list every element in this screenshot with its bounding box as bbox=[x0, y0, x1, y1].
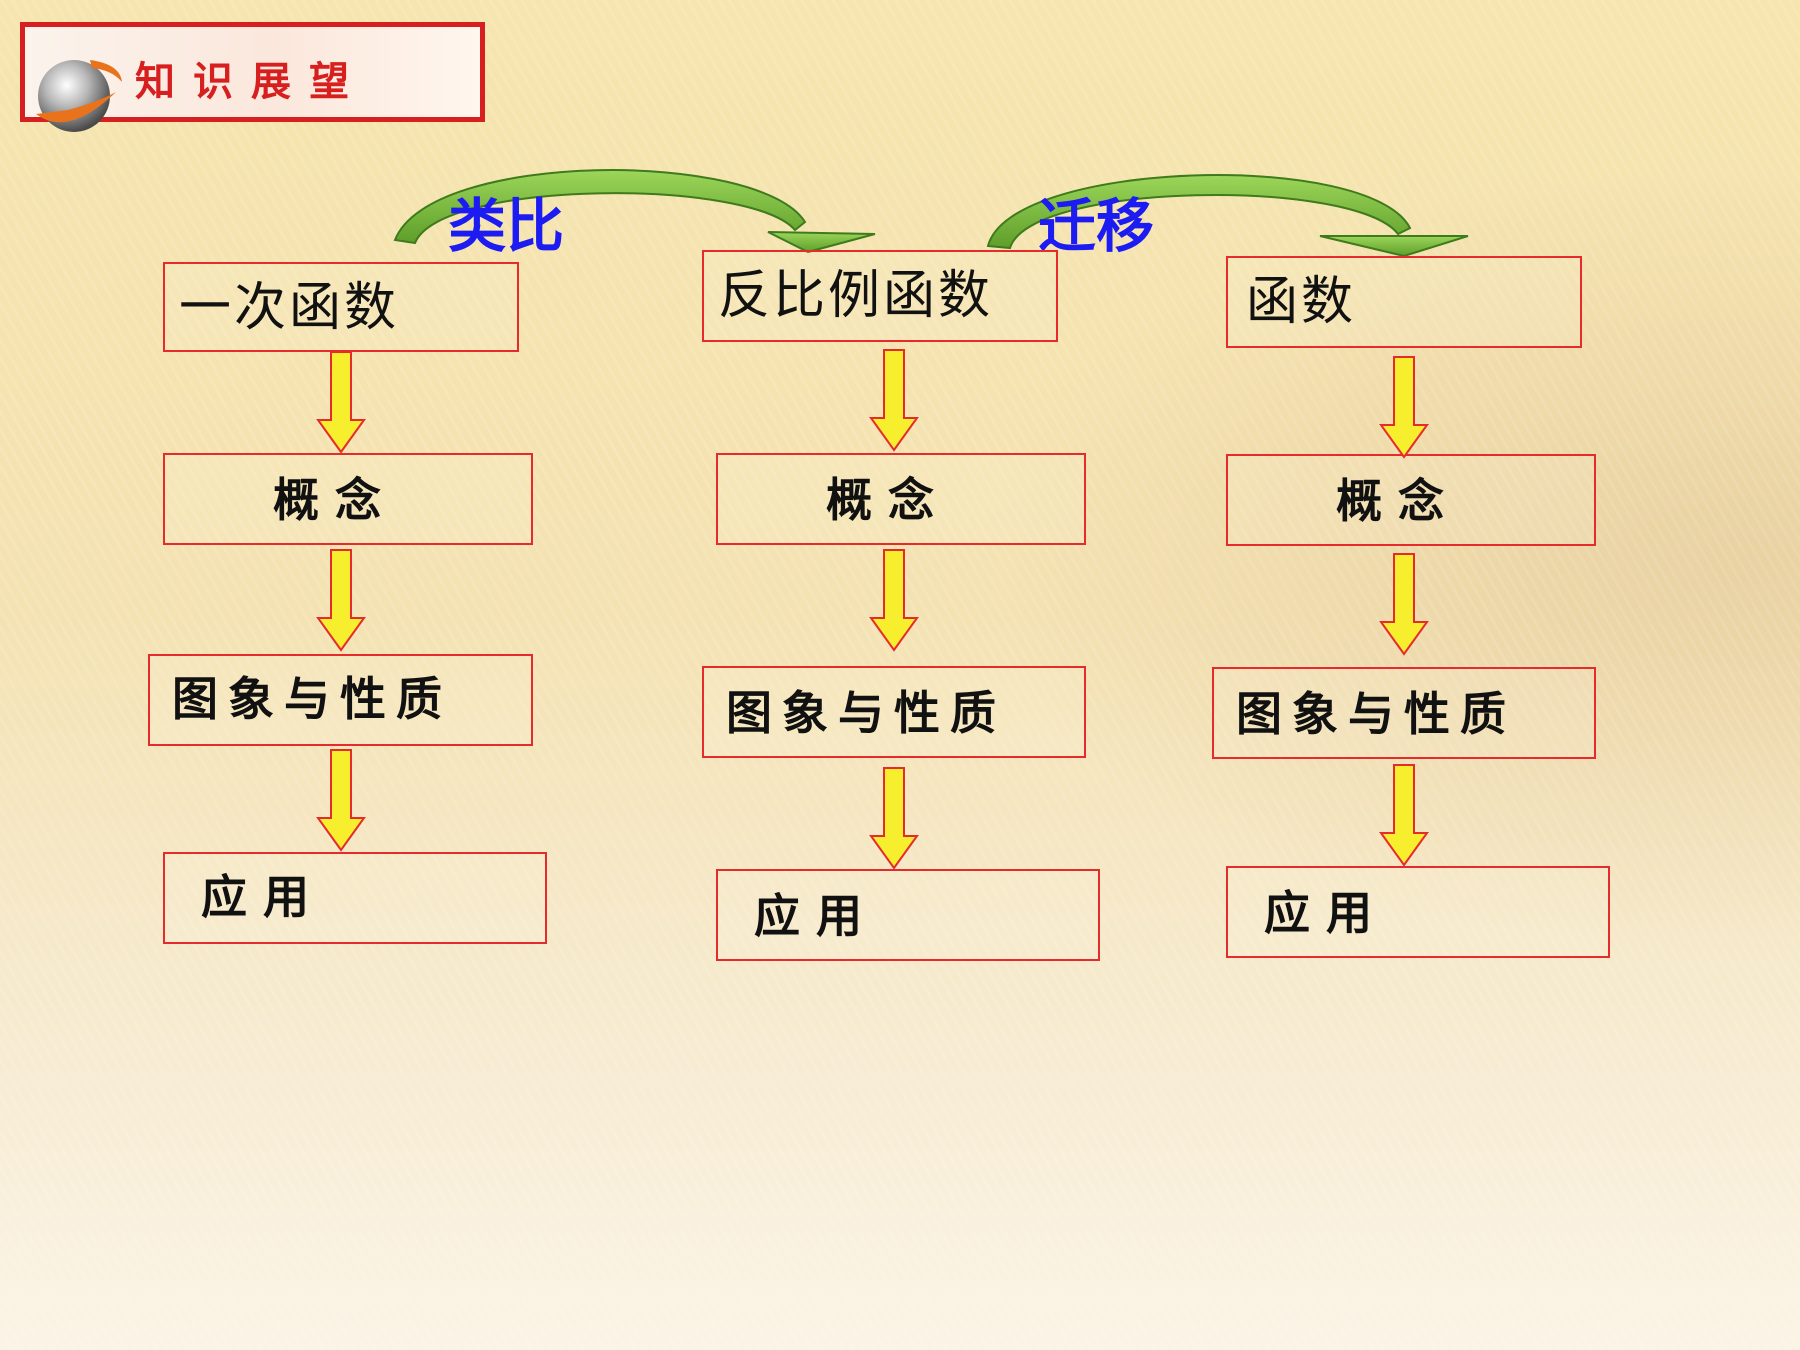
down-arrow-icon bbox=[869, 349, 919, 452]
page-title: 知识展望 bbox=[135, 58, 367, 105]
analogy-label: 类比 bbox=[448, 192, 565, 260]
application-box: 应用 bbox=[716, 869, 1100, 961]
transfer-arrowhead bbox=[1319, 235, 1469, 258]
header-box-linear: 一次函数 bbox=[163, 262, 519, 352]
graph-label: 图象与性质 bbox=[172, 672, 452, 726]
header-box-inverse: 反比例函数 bbox=[702, 250, 1058, 342]
header-label: 反比例函数 bbox=[718, 266, 994, 326]
down-arrow-icon bbox=[869, 767, 919, 870]
down-arrow-icon bbox=[869, 549, 919, 652]
header-label: 一次函数 bbox=[179, 278, 400, 338]
concept-box: 概念 bbox=[163, 453, 533, 545]
down-arrow-icon bbox=[316, 549, 366, 652]
header-box-function: 函数 bbox=[1226, 256, 1582, 348]
concept-box: 概念 bbox=[716, 453, 1086, 545]
graph-label: 图象与性质 bbox=[726, 686, 1006, 740]
application-box: 应用 bbox=[163, 852, 547, 944]
header-label: 函数 bbox=[1246, 272, 1357, 332]
analogy-arrowhead bbox=[767, 231, 876, 254]
graph-box: 图象与性质 bbox=[1212, 667, 1596, 759]
down-arrow-icon bbox=[1379, 764, 1429, 867]
application-label: 应用 bbox=[754, 889, 878, 943]
concept-label: 概念 bbox=[273, 473, 397, 527]
graph-label: 图象与性质 bbox=[1236, 687, 1516, 741]
concept-label: 概念 bbox=[826, 473, 950, 527]
concept-box: 概念 bbox=[1226, 454, 1596, 546]
concept-label: 概念 bbox=[1336, 474, 1460, 528]
globe-icon bbox=[36, 60, 122, 132]
application-label: 应用 bbox=[201, 870, 325, 924]
application-box: 应用 bbox=[1226, 866, 1610, 958]
graph-box: 图象与性质 bbox=[148, 654, 533, 746]
application-label: 应用 bbox=[1264, 886, 1388, 940]
down-arrow-icon bbox=[1379, 356, 1429, 459]
down-arrow-icon bbox=[316, 749, 366, 852]
down-arrow-icon bbox=[316, 351, 366, 454]
down-arrow-icon bbox=[1379, 553, 1429, 656]
graph-box: 图象与性质 bbox=[702, 666, 1086, 758]
transfer-label: 迁移 bbox=[1038, 192, 1155, 260]
